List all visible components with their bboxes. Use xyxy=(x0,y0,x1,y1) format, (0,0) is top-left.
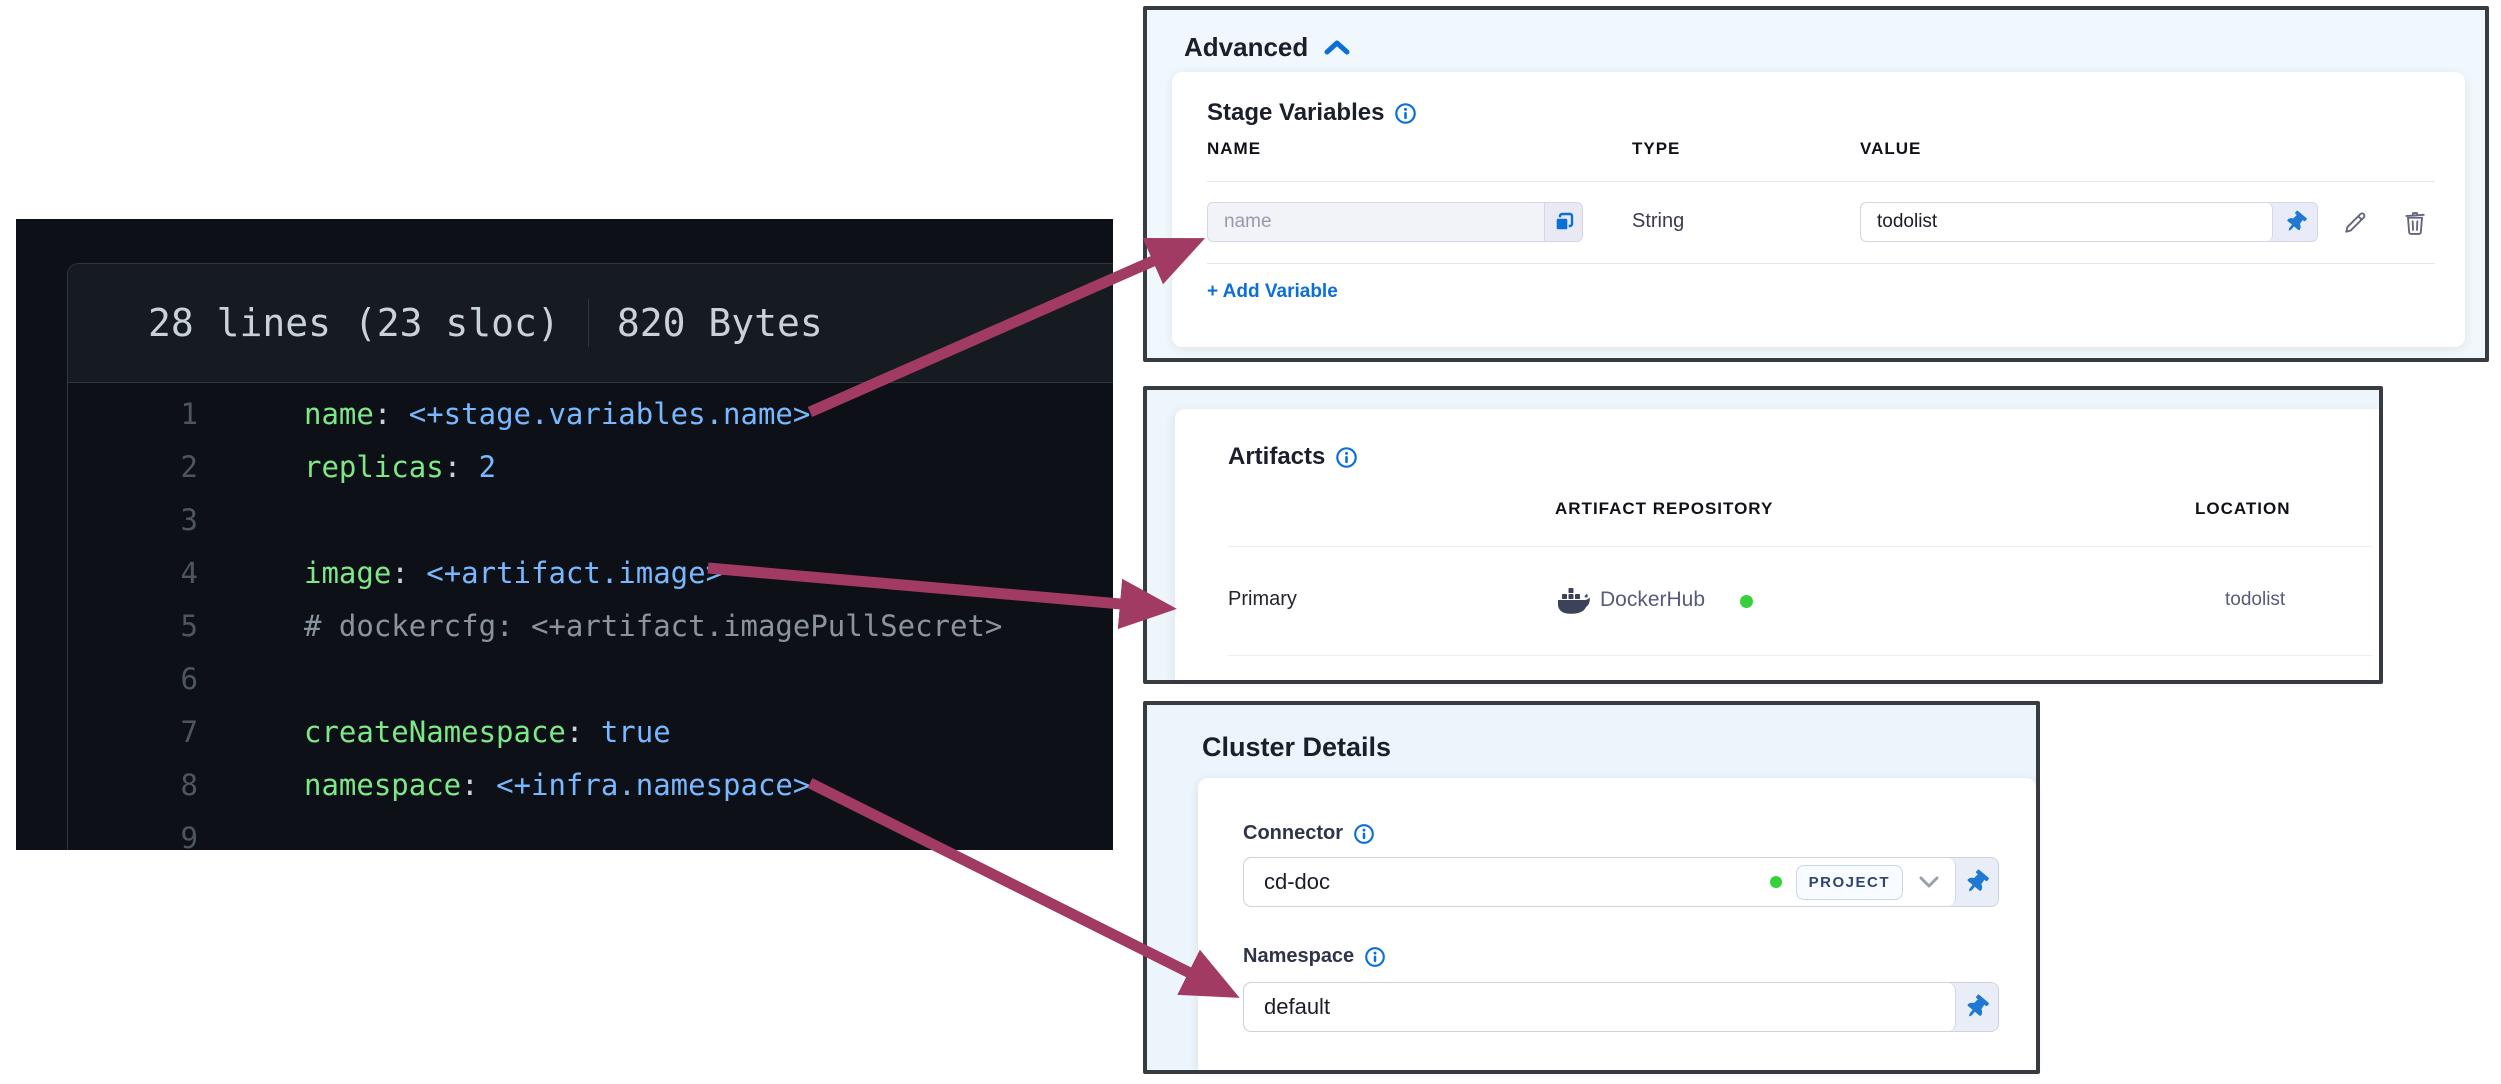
connector-input-group: PROJECT xyxy=(1243,857,1999,907)
yaml-key: createNamespace xyxy=(304,715,566,749)
code-area: 1 name: <+stage.variables.name> 2 replic… xyxy=(68,383,1113,850)
code-viewer: 28 lines (23 sloc) 820 Bytes 1 name: <+s… xyxy=(16,219,1113,850)
artifact-name: Primary xyxy=(1228,588,1297,610)
chevron-up-icon[interactable] xyxy=(1322,37,1352,59)
add-variable-button[interactable]: + Add Variable xyxy=(1207,281,1338,302)
line-number: 7 xyxy=(180,715,198,749)
artifact-repository-name: DockerHub xyxy=(1600,588,1706,611)
code-line: 2 replicas: 2 xyxy=(68,441,1113,494)
namespace-input-group xyxy=(1243,982,1999,1032)
pencil-icon[interactable] xyxy=(2340,208,2370,238)
green-status-dot xyxy=(1769,876,1782,888)
line-number: 5 xyxy=(180,609,198,643)
yaml-value: 2 xyxy=(478,450,497,484)
variable-type-text: String xyxy=(1632,210,1685,232)
column-header-value: VALUE xyxy=(1860,139,1922,158)
connector-input[interactable] xyxy=(1264,869,1756,895)
row-divider xyxy=(1207,181,2435,182)
row-divider xyxy=(1207,263,2435,264)
code-line: 7 createNamespace: true xyxy=(68,706,1113,759)
stage-variables-card: Stage Variables NAME TYPE VALUE String xyxy=(1172,72,2465,347)
yaml-key: namespace xyxy=(304,768,462,802)
stage-variables-title: Stage Variables xyxy=(1207,99,1385,126)
yaml-value: true xyxy=(600,715,671,749)
info-icon[interactable] xyxy=(1353,823,1375,845)
namespace-label: Namespace xyxy=(1243,945,1355,967)
code-file-box: 28 lines (23 sloc) 820 Bytes 1 name: <+s… xyxy=(67,263,1113,850)
table-divider xyxy=(1228,655,2372,656)
code-line: 1 name: <+stage.variables.name> xyxy=(68,388,1113,441)
docker-whale-icon xyxy=(1556,586,1590,619)
cluster-details-panel: Cluster Details Connector PROJECT xyxy=(1143,701,2040,1074)
trash-icon[interactable] xyxy=(2400,208,2430,238)
code-line: 8 namespace: <+infra.namespace> xyxy=(68,759,1113,812)
variable-name-input-group xyxy=(1207,202,1583,242)
yaml-expression: <+stage.variables.name> xyxy=(408,397,811,431)
yaml-comment: # dockercfg: <+artifact.imagePullSecret> xyxy=(304,609,1003,643)
header-divider xyxy=(587,299,589,347)
pin-icon[interactable] xyxy=(2273,203,2317,241)
connector-label: Connector xyxy=(1243,822,1343,844)
variable-value-input[interactable] xyxy=(1861,203,2273,241)
namespace-input[interactable] xyxy=(1264,994,1941,1020)
code-line: 9 xyxy=(68,812,1113,850)
artifacts-card: Artifacts ARTIFACT REPOSITORY LOCATION P… xyxy=(1175,409,2379,680)
artifacts-panel: Artifacts ARTIFACT REPOSITORY LOCATION P… xyxy=(1143,386,2383,684)
line-number: 8 xyxy=(180,768,198,802)
copy-icon[interactable] xyxy=(1544,203,1582,241)
chevron-down-icon[interactable] xyxy=(1917,874,1941,890)
code-line: 6 xyxy=(68,653,1113,706)
variable-name-input[interactable] xyxy=(1208,203,1544,241)
yaml-expression: <+artifact.image> xyxy=(426,556,724,590)
cluster-details-title: Cluster Details xyxy=(1202,732,1392,762)
yaml-key: image xyxy=(304,556,392,590)
yaml-expression: <+infra.namespace> xyxy=(496,768,811,802)
line-number: 6 xyxy=(180,662,198,696)
line-number: 1 xyxy=(180,397,198,431)
code-line: 5 # dockercfg: <+artifact.imagePullSecre… xyxy=(68,600,1113,653)
info-icon[interactable] xyxy=(1364,946,1386,968)
line-number: 4 xyxy=(180,556,198,590)
yaml-key: replicas xyxy=(304,450,444,484)
column-header-location: LOCATION xyxy=(2195,499,2291,518)
advanced-panel: Advanced Stage Variables NAME TYPE VALUE xyxy=(1143,6,2489,362)
artifacts-title: Artifacts xyxy=(1228,443,1326,470)
table-divider xyxy=(1228,546,2372,547)
pin-icon[interactable] xyxy=(1954,858,1998,906)
code-lines-info: 28 lines (23 sloc) xyxy=(148,301,560,345)
green-status-dot xyxy=(1740,595,1753,608)
pin-icon[interactable] xyxy=(1954,983,1998,1031)
code-size-info: 820 Bytes xyxy=(616,301,823,345)
scope-badge: PROJECT xyxy=(1795,864,1903,900)
code-line: 3 xyxy=(68,494,1113,547)
variable-value-input-group xyxy=(1860,202,2318,242)
info-icon[interactable] xyxy=(1394,102,1417,125)
column-header-artifact-repository: ARTIFACT REPOSITORY xyxy=(1555,499,1774,518)
yaml-key: name xyxy=(304,397,374,431)
line-number: 2 xyxy=(180,450,198,484)
column-header-name: NAME xyxy=(1207,139,1262,158)
info-icon[interactable] xyxy=(1335,446,1358,469)
advanced-title: Advanced xyxy=(1184,32,1309,62)
line-number: 3 xyxy=(180,503,198,537)
code-file-header: 28 lines (23 sloc) 820 Bytes xyxy=(68,264,1113,383)
column-header-type: TYPE xyxy=(1632,139,1681,158)
code-line: 4 image: <+artifact.image> xyxy=(68,547,1113,600)
line-number: 9 xyxy=(180,821,198,850)
cluster-details-card: Connector PROJECT N xyxy=(1198,778,2036,1070)
artifact-row[interactable]: Primary DockerHub todolist xyxy=(1175,546,2379,655)
artifact-location: todolist xyxy=(2225,589,2286,610)
